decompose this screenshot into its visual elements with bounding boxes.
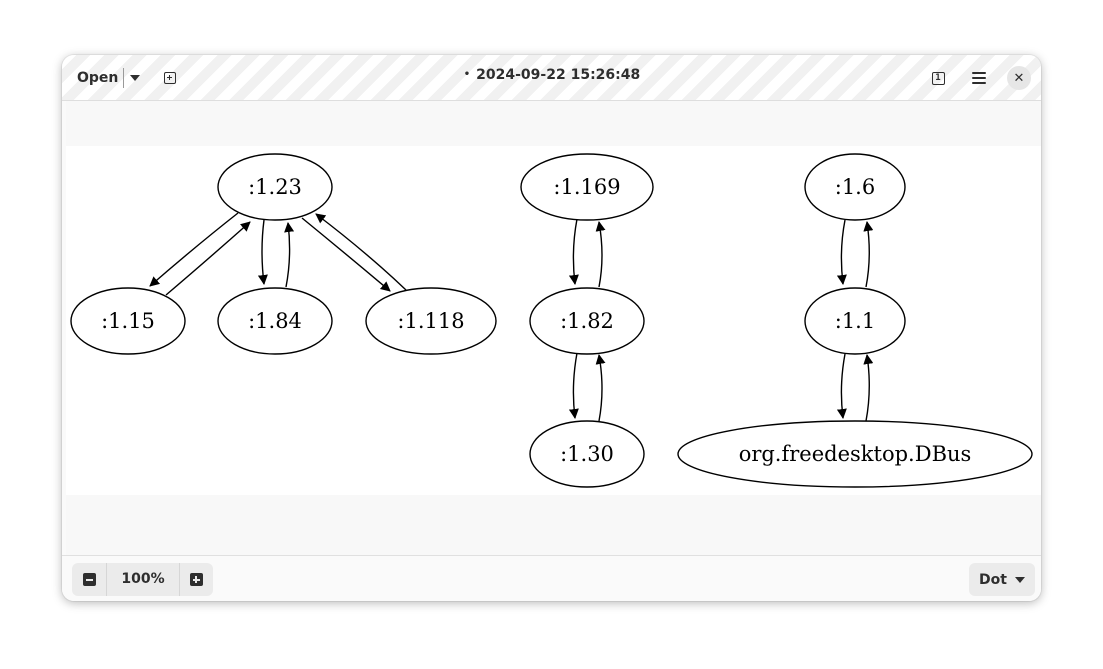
zoom-in-icon (189, 573, 203, 586)
graph-node[interactable]: :1.15 (70, 287, 186, 355)
node-label: :1.23 (248, 175, 302, 199)
chevron-down-icon (1014, 576, 1025, 583)
graph-node[interactable]: :1.169 (520, 153, 654, 221)
graph-edge (149, 212, 239, 287)
open-button-label: Open (77, 70, 119, 86)
graph-edge (595, 354, 606, 422)
dbus-graph: :1.23 :1.15 :1.84 :1.118 (70, 153, 1033, 488)
graph-edges (149, 212, 874, 422)
chevron-down-icon (130, 75, 140, 81)
graph-edge (165, 221, 251, 296)
zoom-out-icon (82, 573, 96, 586)
node-label: :1.118 (397, 309, 464, 333)
node-label: :1.1 (835, 309, 875, 333)
zoom-out-button[interactable] (72, 563, 106, 596)
node-label: :1.169 (553, 175, 620, 199)
page-number-button[interactable]: 1 (924, 66, 952, 90)
format-dropdown-label: Dot (979, 571, 1007, 588)
window-title: • 2024-09-22 15:26:48 (422, 67, 682, 83)
hamburger-menu-icon (972, 71, 986, 86)
graph-node[interactable]: :1.1 (804, 287, 906, 355)
graph-edge (863, 354, 874, 422)
split-button-separator (123, 68, 124, 88)
graph-edge (284, 222, 295, 288)
header-bar: Open • 2024-09-22 15:26:48 1 ✕ (62, 55, 1041, 101)
new-tab-icon (164, 72, 176, 84)
graph-edge (595, 221, 606, 288)
graph-node[interactable]: :1.82 (529, 287, 645, 355)
graph-canvas[interactable]: :1.23 :1.15 :1.84 :1.118 (66, 146, 1041, 495)
graph-edge (568, 218, 579, 285)
open-button[interactable]: Open (68, 64, 127, 92)
graph-edge (836, 353, 847, 419)
node-label: :1.84 (248, 309, 302, 333)
graph-edge (315, 213, 407, 291)
zoom-in-button[interactable] (179, 563, 213, 596)
graph-node[interactable]: org.freedesktop.DBus (677, 420, 1033, 488)
graph-node[interactable]: :1.30 (529, 420, 645, 488)
graph-node[interactable]: :1.6 (804, 153, 906, 221)
modified-indicator: • (463, 69, 471, 80)
zoom-separator (179, 563, 180, 596)
viewer-window: Open • 2024-09-22 15:26:48 1 ✕ (62, 55, 1041, 601)
zoom-separator (106, 563, 107, 596)
zoom-level[interactable]: 100% (121, 571, 165, 587)
graph-edge (301, 217, 391, 292)
graph-node[interactable]: :1.118 (365, 287, 497, 355)
zoom-controls: 100% (72, 563, 213, 596)
page-number-icon: 1 (931, 71, 945, 85)
content-area: :1.23 :1.15 :1.84 :1.118 (66, 101, 1041, 555)
graph-nodes: :1.23 :1.15 :1.84 :1.118 (70, 153, 1033, 488)
bottom-bar: 100% Dot (62, 555, 1041, 601)
node-label: org.freedesktop.DBus (739, 442, 972, 466)
graph-node[interactable]: :1.84 (217, 287, 333, 355)
graph-edge (863, 221, 874, 288)
new-tab-button[interactable] (158, 66, 182, 90)
graph-node[interactable]: :1.23 (217, 153, 333, 221)
node-label: :1.30 (560, 442, 614, 466)
main-menu-button[interactable] (964, 64, 994, 92)
node-label: :1.82 (560, 309, 614, 333)
close-button[interactable]: ✕ (1007, 66, 1031, 90)
graph-edge (257, 219, 268, 285)
node-label: :1.15 (101, 309, 155, 333)
graph-edge (568, 352, 579, 419)
format-dropdown[interactable]: Dot (969, 563, 1035, 596)
close-icon: ✕ (1013, 70, 1025, 86)
window-title-text: 2024-09-22 15:26:48 (476, 67, 641, 83)
graph-edge (836, 219, 847, 285)
open-menu-button[interactable] (125, 64, 145, 92)
node-label: :1.6 (835, 175, 875, 199)
